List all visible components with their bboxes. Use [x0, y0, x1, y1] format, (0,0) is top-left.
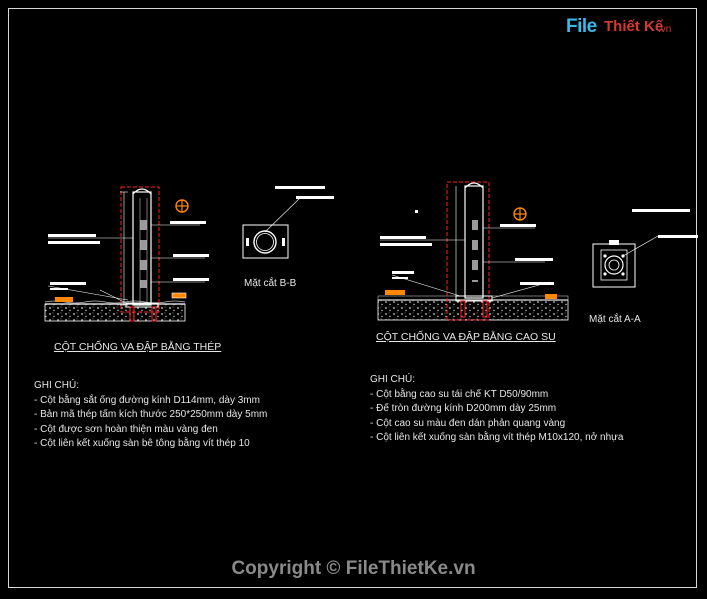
drawing-frame: [8, 8, 697, 588]
notes-heading: GHI CHÚ:: [34, 380, 79, 391]
orange-mark: [172, 293, 186, 298]
logo-text-vn: .vn: [658, 24, 672, 35]
note-item: - Cột bằng cao su tái chế KT D50/90mm: [370, 388, 549, 400]
section-b-b-label: Mặt cắt B-B: [244, 278, 297, 289]
left-detail-title: CỘT CHỐNG VA ĐẬP BẰNG THÉP: [54, 341, 222, 353]
steel-bollard-elevation: [44, 186, 209, 322]
logo-text-thietke: Thiết Kế: [604, 18, 664, 35]
orange-mark: [55, 297, 73, 302]
concrete-slab-left: [44, 303, 186, 322]
note-item: - Cột cao su màu đen dán phản quang vàng: [370, 417, 566, 429]
note-item: - Bản mã thép tấm kích thước 250*250mm d…: [34, 409, 268, 420]
note-item: - Đế tròn đường kính D200mm dày 25mm: [370, 403, 557, 414]
rubber-column: [464, 185, 484, 299]
logo-text-file: File: [566, 16, 597, 37]
note-item: - Cột bằng sắt ống đường kính D114mm, dà…: [34, 394, 260, 406]
copyright-watermark: Copyright © FileThietKe.vn: [231, 558, 476, 579]
section-a-a-label: Mặt cắt A-A: [589, 314, 641, 325]
rubber-bollard-elevation: [377, 181, 569, 321]
notes-heading: GHI CHÚ:: [370, 374, 415, 385]
note-item: - Cột liên kết xuống sàn bê tông bằng ví…: [34, 438, 250, 449]
note-item: - Cột liên kết xuống sàn bằng vít thép M…: [370, 432, 624, 443]
section-b-b: [242, 186, 334, 259]
right-notes: GHI CHÚ: - Cột bằng cao su tái chế KT D5…: [370, 373, 623, 446]
filethietke-logo: File Thiết Kế .vn: [566, 14, 678, 44]
concrete-slab-right: [377, 299, 569, 321]
steel-column: [132, 191, 152, 306]
note-item: - Cột được sơn hoàn thiện màu vàng đen: [34, 423, 218, 435]
left-notes: GHI CHÚ: - Cột bằng sắt ống đường kính D…: [34, 379, 267, 452]
right-detail-title: CỘT CHỐNG VA ĐẬP BẰNG CAO SU: [376, 331, 556, 343]
section-a-a: [592, 209, 698, 288]
